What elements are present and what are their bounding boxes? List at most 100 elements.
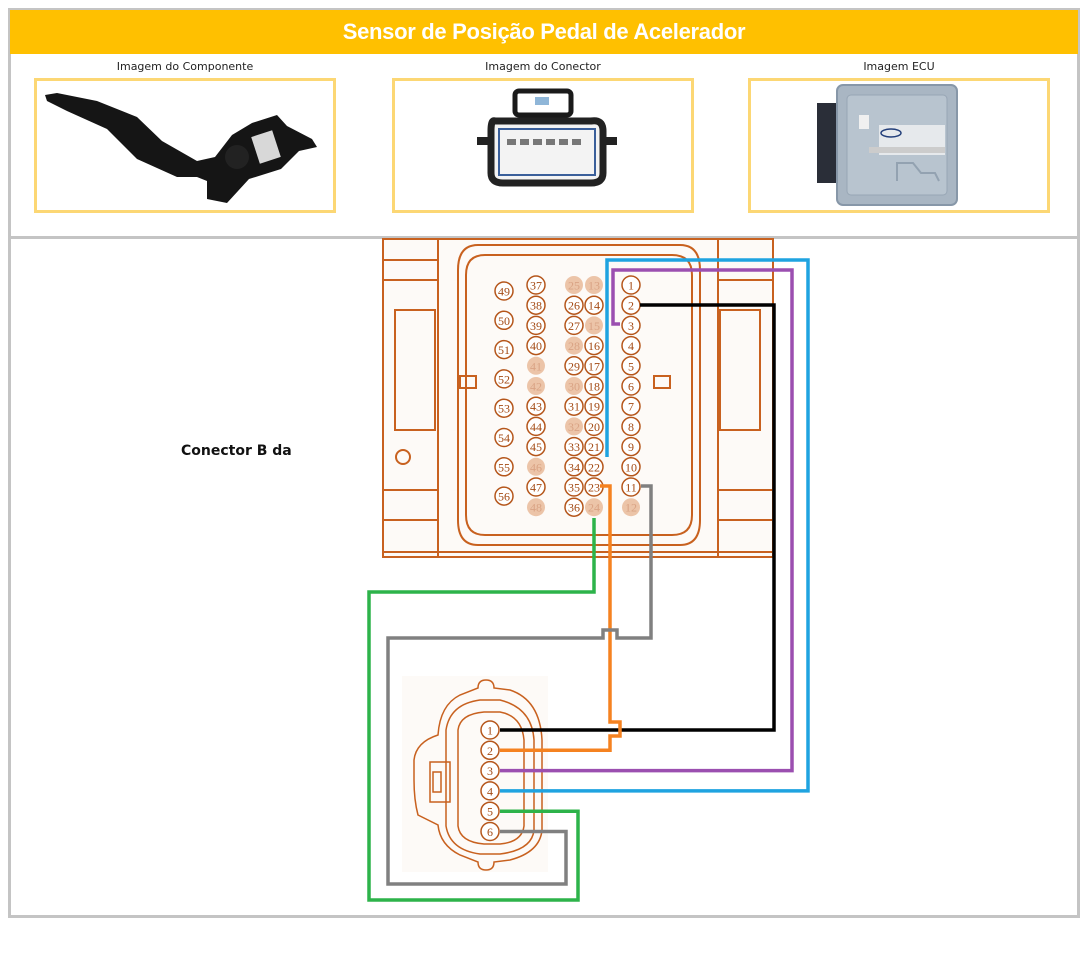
sensor-pin: 6 xyxy=(480,821,500,842)
sensor-pin-label: 2 xyxy=(487,744,493,758)
ecu-pin: 44 xyxy=(526,416,546,437)
ecu-pin: 40 xyxy=(526,335,546,356)
ecu-pin-label: 4 xyxy=(628,339,634,353)
ecu-pin-label: 40 xyxy=(530,339,542,353)
wire-black xyxy=(500,303,776,732)
ecu-pin: 10 xyxy=(621,457,641,477)
ecu-pin-label: 39 xyxy=(530,319,542,333)
ecu-pin: 41 xyxy=(527,356,545,375)
ecu-pin-label: 37 xyxy=(530,279,542,293)
ecu-pin: 54 xyxy=(494,427,514,448)
ecu-pin-label: 42 xyxy=(530,380,542,394)
ecu-pin: 43 xyxy=(526,396,546,416)
connector-label: Conector B da xyxy=(181,443,292,459)
ecu-pin-label: 34 xyxy=(568,460,580,474)
ecu-pin: 45 xyxy=(526,436,546,457)
component-image-label: Imagem do Componente xyxy=(116,60,254,73)
wire-blue xyxy=(500,258,810,793)
ecu-pin-label: 22 xyxy=(588,460,600,474)
ecu-pin: 50 xyxy=(494,310,514,331)
ecu-pin-label: 38 xyxy=(530,299,542,313)
ecu-pin-label: 45 xyxy=(530,440,542,454)
ecu-pin: 34 xyxy=(564,457,584,477)
ecu-pin-label: 32 xyxy=(568,420,580,434)
sensor-pin-label: 1 xyxy=(487,724,493,738)
ecu-pin: 13 xyxy=(585,276,603,294)
ecu-pin-label: 31 xyxy=(568,400,580,414)
wire-orange xyxy=(500,484,622,753)
sensor-pin: 1 xyxy=(480,720,500,740)
ecu-pin-label: 25 xyxy=(568,279,580,293)
ecu-pin-label: 50 xyxy=(498,314,510,328)
ecu-pin: 4 xyxy=(621,335,641,356)
ecu-pin: 27 xyxy=(564,315,584,336)
ecu-pin: 14 xyxy=(584,295,604,315)
ecu-pin: 19 xyxy=(584,396,604,416)
ecu-pin-label: 15 xyxy=(588,319,600,333)
ecu-pin: 12 xyxy=(622,498,640,517)
ecu-pin-label: 24 xyxy=(588,501,600,515)
ecu-pin-label: 6 xyxy=(628,380,634,394)
ecu-pin: 29 xyxy=(564,356,584,376)
ecu-pin: 52 xyxy=(494,369,514,389)
ecu-pin-label: 16 xyxy=(588,339,600,353)
ecu-pin: 16 xyxy=(584,335,604,356)
wire-purple xyxy=(500,268,794,773)
ecu-pin: 38 xyxy=(526,295,546,315)
ecu-pin: 35 xyxy=(564,477,584,497)
ecu-pin: 47 xyxy=(526,477,546,497)
ecu-pin: 56 xyxy=(494,486,514,506)
ecu-pin: 11 xyxy=(621,477,641,497)
connector-image xyxy=(392,78,694,213)
ecu-pin-label: 48 xyxy=(530,501,542,515)
sensor-pin: 4 xyxy=(480,781,500,801)
ecu-pin: 6 xyxy=(621,376,641,396)
ecu-pin-label: 8 xyxy=(628,420,634,434)
ecu-pin-label: 23 xyxy=(588,481,600,495)
ecu-pin-label: 9 xyxy=(628,440,634,454)
ecu-pin-label: 10 xyxy=(625,460,637,474)
ecu-pin-label: 44 xyxy=(530,420,542,434)
ecu-pin-label: 26 xyxy=(568,299,580,313)
sensor-pin: 2 xyxy=(480,740,500,761)
ecu-connector-pins: 1234567891011121314151617181920212223242… xyxy=(494,275,641,517)
ecu-pin-label: 56 xyxy=(498,490,510,504)
wire-gray xyxy=(386,484,653,886)
ecu-pin-label: 28 xyxy=(568,339,580,353)
ecu-pin: 5 xyxy=(621,356,641,376)
accelerator-pedal-icon xyxy=(45,93,317,203)
ecu-pin-label: 33 xyxy=(568,440,580,454)
ecu-pin: 8 xyxy=(621,416,641,437)
ecu-pin-label: 53 xyxy=(498,402,510,416)
ecu-pin: 7 xyxy=(621,396,641,416)
ecu-pin: 22 xyxy=(584,457,604,477)
ecu-pin-label: 51 xyxy=(498,343,510,357)
ecu-pin-label: 7 xyxy=(628,400,634,414)
ecu-pin-label: 18 xyxy=(588,380,600,394)
ecu-pin-label: 35 xyxy=(568,481,580,495)
component-image xyxy=(34,78,336,213)
connector-image-label: Imagem do Conector xyxy=(485,60,601,73)
ecu-pin: 17 xyxy=(584,356,604,376)
ecu-pin: 9 xyxy=(621,436,641,457)
ecu-pin-label: 21 xyxy=(588,440,600,454)
ecu-pin: 15 xyxy=(585,316,603,335)
ecu-pin-label: 29 xyxy=(568,359,580,373)
page-title: Sensor de Posição Pedal de Acelerador xyxy=(10,10,1078,54)
ecu-pin: 21 xyxy=(584,436,604,457)
ecu-pin: 26 xyxy=(564,295,584,315)
ecu-pin-label: 30 xyxy=(568,380,580,394)
ecu-pin: 23 xyxy=(584,477,604,497)
ecu-pin: 42 xyxy=(527,377,545,395)
ecu-image xyxy=(748,78,1050,213)
sensor-pin: 3 xyxy=(480,760,500,781)
ecu-pin-label: 36 xyxy=(568,501,580,515)
ecu-pin: 36 xyxy=(564,497,584,517)
ecu-pin: 3 xyxy=(621,315,641,336)
ecu-pin-label: 11 xyxy=(625,481,637,495)
ecu-pin: 53 xyxy=(494,398,514,418)
ecu-pin-label: 19 xyxy=(588,400,600,414)
ecu-pin-label: 52 xyxy=(498,372,510,386)
sensor-pin-label: 3 xyxy=(487,764,493,778)
ecu-pin: 20 xyxy=(584,416,604,437)
